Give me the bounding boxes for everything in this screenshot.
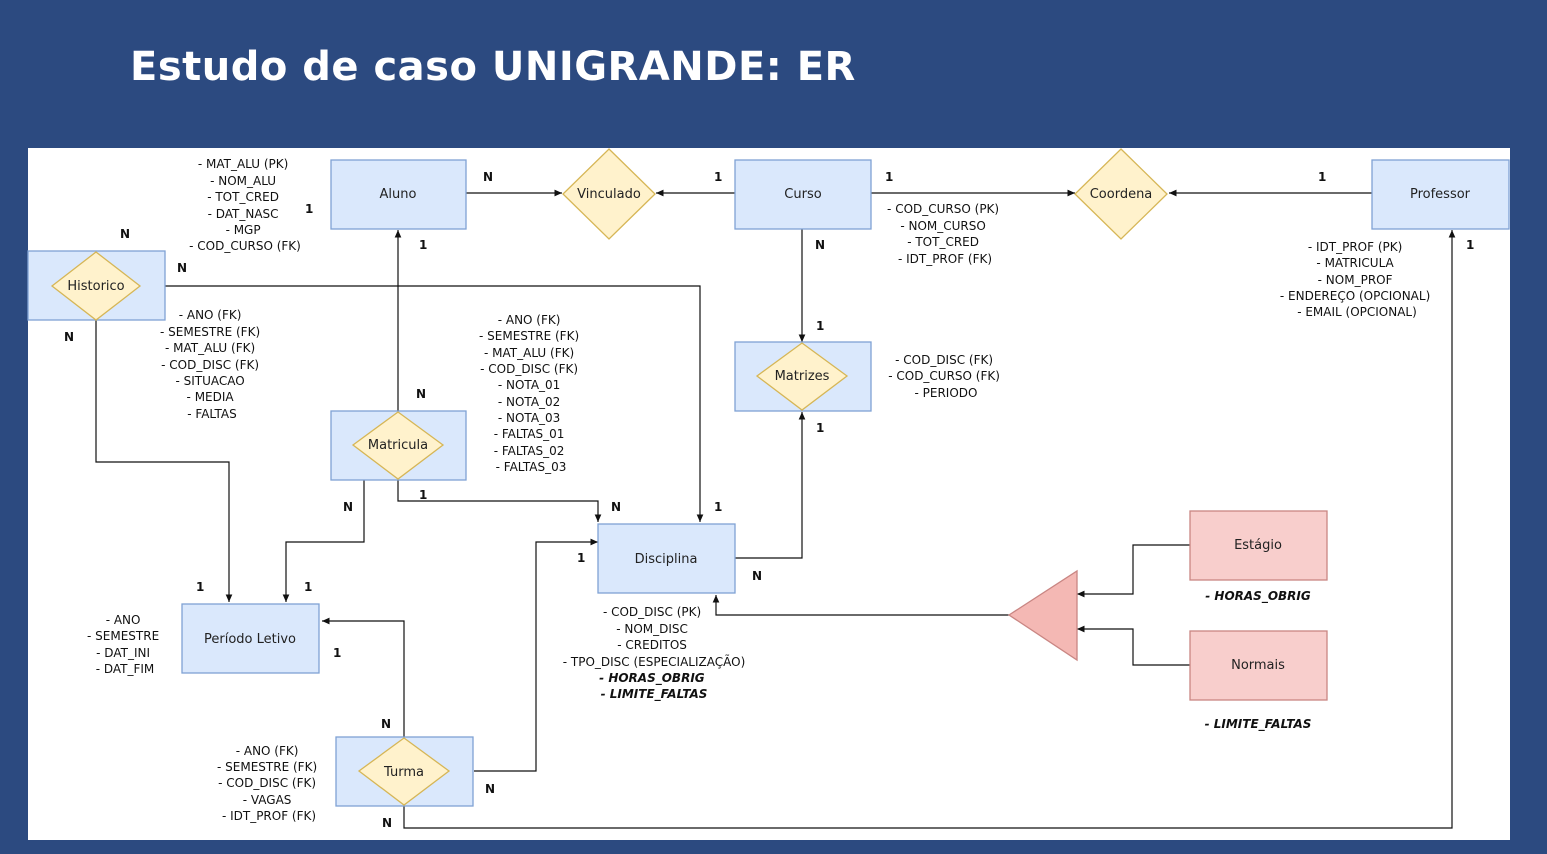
entity-matrizes[interactable]: Matrizes (734, 341, 872, 412)
cardinality-label: 1 (714, 170, 722, 184)
cardinality-label: 1 (305, 202, 313, 216)
edge-historico-periodo (95, 320, 233, 602)
cardinality-label: N (815, 238, 825, 252)
edge-turma-professor (403, 230, 1456, 829)
cardinality-label: 1 (1318, 170, 1326, 184)
attributes-estagio: - HORAS_OBRIG (1205, 589, 1311, 604)
edge-turma-periodo (322, 617, 405, 737)
attributes-matrizes: - COD_DISC (FK) - COD_CURSO (FK) - PERIO… (888, 353, 1004, 400)
cardinality-label: 1 (885, 170, 893, 184)
cardinality-label: 1 (333, 646, 341, 660)
attributes-historico: - ANO (FK) - SEMESTRE (FK) - MAT_ALU (FK… (160, 308, 264, 421)
relationship-label: Coordena (1090, 187, 1153, 202)
entity-disciplina[interactable]: Disciplina (597, 523, 736, 594)
entity-estagio[interactable]: Estágio (1189, 510, 1328, 581)
cardinality-label: N (120, 227, 130, 241)
cardinality-label: 1 (304, 580, 312, 594)
edges (95, 189, 1456, 829)
cardinality-label: 1 (816, 319, 824, 333)
attributes-turma: - ANO (FK) - SEMESTRE (FK) - COD_DISC (F… (217, 744, 321, 823)
attributes-aluno: - MAT_ALU (PK) - NOM_ALU - TOT_CRED - DA… (189, 157, 301, 253)
entity-curso[interactable]: Curso (734, 159, 872, 230)
cardinality-label: 1 (1466, 238, 1474, 252)
entity-label: Curso (784, 187, 821, 202)
edge-turma-disciplina (474, 538, 598, 772)
edge-triangle-disciplina (712, 595, 1009, 616)
specialization-triangle (1007, 569, 1078, 662)
edge-matricula-disciplina (397, 480, 602, 522)
entity-historico[interactable]: Historico (27, 250, 166, 321)
entity-label: Normais (1231, 658, 1285, 673)
cardinality-label: 1 (196, 580, 204, 594)
diagram-canvas (28, 148, 1510, 840)
attributes-curso: - COD_CURSO (PK) - NOM_CURSO - TOT_CRED … (887, 202, 1003, 266)
entity-aluno[interactable]: Aluno (330, 159, 467, 230)
cardinality-label: N (64, 330, 74, 344)
relationship-label: Vinculado (577, 187, 641, 202)
relationship-vinculado[interactable]: Vinculado (562, 148, 656, 240)
cardinality-label: N (485, 782, 495, 796)
cardinality-label: 1 (419, 488, 427, 502)
edge-matricula-periodo (282, 480, 365, 602)
attributes-normais: - LIMITE_FALTAS (1205, 717, 1312, 732)
cardinalities: N 1 1 1 1 1 N N N N 1 1 N 1 N N 1 1 N 1 … (64, 170, 1474, 830)
entity-label: Matricula (368, 438, 428, 453)
entity-turma[interactable]: Turma (335, 736, 474, 807)
cardinality-label: N (611, 500, 621, 514)
entity-label: Período Letivo (204, 632, 296, 647)
cardinality-label: N (177, 261, 187, 275)
entity-label: Matrizes (775, 369, 830, 384)
entity-professor[interactable]: Professor (1371, 159, 1510, 230)
entity-matricula[interactable]: Matricula (330, 410, 467, 481)
attributes-periodo-letivo: - ANO - SEMESTRE - DAT_INI - DAT_FIM (87, 613, 163, 676)
entity-label: Aluno (380, 187, 417, 202)
cardinality-label: N (752, 569, 762, 583)
entity-label: Disciplina (635, 552, 698, 567)
cardinality-label: N (381, 717, 391, 731)
cardinality-label: 1 (816, 421, 824, 435)
entity-label: Professor (1410, 187, 1471, 202)
entity-label: Turma (383, 765, 424, 780)
edge-disciplina-matrizes (735, 412, 806, 559)
cardinality-label: 1 (714, 500, 722, 514)
cardinality-label: N (483, 170, 493, 184)
edge-normais-triangle (1077, 625, 1190, 666)
attributes-disciplina: - COD_DISC (PK) - NOM_DISC - CREDITOS - … (563, 605, 746, 669)
cardinality-label: 1 (577, 551, 585, 565)
edge-estagio-triangle (1077, 544, 1190, 598)
attributes-matricula: - ANO (FK) - SEMESTRE (FK) - MAT_ALU (FK… (479, 313, 583, 474)
cardinality-label: 1 (419, 238, 427, 252)
attributes-professor: - IDT_PROF (PK) - MATRICULA - NOM_PROF -… (1280, 240, 1434, 319)
edge-historico-disciplina (140, 285, 704, 522)
cardinality-label: N (382, 816, 392, 830)
attributes-disciplina-specialization: - HORAS_OBRIG - LIMITE_FALTAS (599, 671, 709, 702)
entity-label: Estágio (1234, 538, 1282, 553)
entity-label: Historico (67, 279, 124, 294)
relationship-coordena[interactable]: Coordena (1074, 148, 1168, 240)
page-title: Estudo de caso UNIGRANDE: ER (130, 44, 856, 90)
cardinality-label: N (343, 500, 353, 514)
entity-normais[interactable]: Normais (1189, 630, 1328, 701)
cardinality-label: N (416, 387, 426, 401)
entity-periodo-letivo[interactable]: Período Letivo (181, 603, 320, 674)
